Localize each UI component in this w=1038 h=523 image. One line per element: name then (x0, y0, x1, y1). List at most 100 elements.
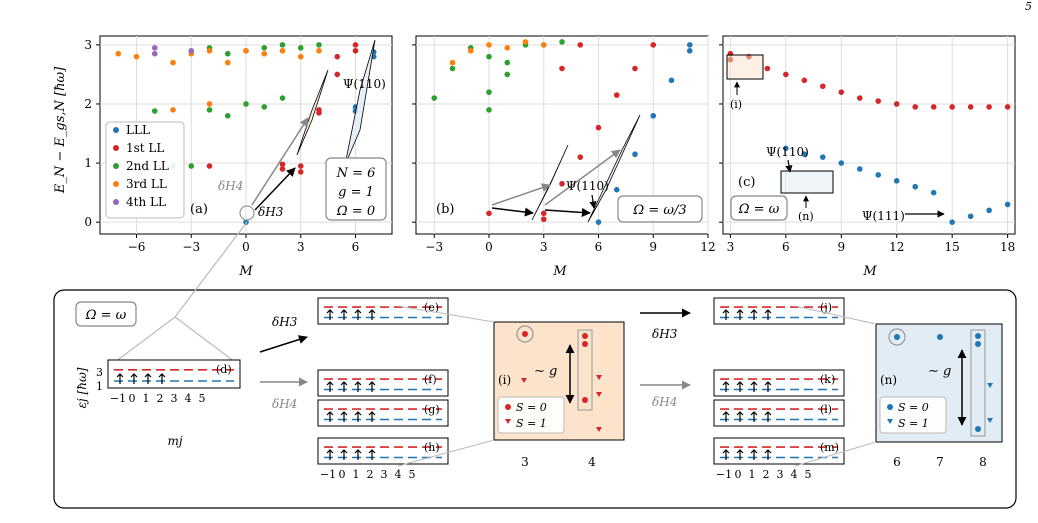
data-point (297, 45, 304, 51)
param-n: N = 6 (336, 166, 376, 181)
inset-i-g: ∼ g (534, 364, 557, 379)
data-point (613, 186, 620, 193)
dH4-label-a: δH4 (218, 179, 243, 193)
data-point (224, 59, 231, 66)
occ-tick: 4 (185, 392, 192, 405)
data-point (151, 45, 158, 51)
data-point (279, 95, 286, 101)
spin-arrow (326, 309, 334, 320)
tick-label-x: 3 (297, 240, 305, 254)
data-point (949, 104, 955, 110)
occ-tag: (k) (820, 373, 835, 386)
occ-tag: (f) (424, 373, 437, 386)
tick-label-x: 9 (649, 240, 657, 254)
inset-i: ∼ g (i) S = 0 S = 1 3 4 (397, 305, 625, 469)
inset-n-tag: (n) (880, 373, 897, 387)
data-point (967, 213, 974, 220)
tick-label-x: 9 (837, 240, 845, 254)
legend-marker (113, 127, 119, 133)
data-point (838, 160, 845, 166)
zoom-line-3 (174, 316, 236, 363)
occ-tick: 3 (381, 468, 388, 481)
occ-frame (713, 437, 845, 465)
data-point (986, 207, 992, 214)
data-point (783, 145, 789, 152)
data-point (206, 47, 213, 54)
inset-i-xtick-3: 3 (521, 455, 529, 469)
occ-tick: −1 (716, 468, 732, 481)
occ-tick: 2 (763, 468, 770, 481)
data-point (431, 95, 438, 101)
occ-tick: 1 (143, 392, 150, 405)
inset-n-g: ∼ g (928, 364, 951, 379)
data-point (801, 77, 808, 84)
data-point (893, 178, 900, 184)
occ-tick: 4 (791, 468, 798, 481)
bottom-ytick-3: 3 (96, 366, 103, 379)
legend-label: 2nd LL (126, 159, 169, 173)
legend-marker (113, 181, 119, 187)
param-omega-b: Ω = ω/3 (632, 203, 686, 218)
data-point (930, 189, 937, 196)
occ-tick: 0 (735, 468, 742, 481)
data-point (297, 163, 304, 169)
data-point (261, 45, 268, 51)
spin-arrow (340, 411, 348, 422)
data-point (151, 50, 158, 57)
spin-arrow (722, 309, 730, 320)
data-point (819, 83, 826, 90)
dH3-label-a: δH3 (258, 205, 284, 219)
panel-a-xlabel: M (238, 264, 253, 279)
data-point (504, 59, 511, 66)
occ-tick: −1 (320, 468, 336, 481)
data-point (261, 50, 268, 57)
tick-label-x: 6 (352, 240, 360, 254)
panel-a-tag: (a) (190, 202, 208, 217)
psi111-label-c: Ψ(111) (862, 209, 905, 223)
data-point (449, 59, 456, 66)
data-point (912, 183, 919, 190)
occ-tick: 5 (199, 392, 206, 405)
spin-arrow (144, 373, 152, 384)
occ-tag: (l) (820, 403, 832, 416)
occ-frame (317, 399, 449, 427)
occ-tick: 2 (367, 468, 374, 481)
occ-tag: (m) (820, 441, 839, 454)
legend-marker (113, 199, 119, 205)
inset-n: ∼ g (n) S = 0 S = 1 6 7 8 (794, 305, 1003, 469)
spin-arrow (736, 411, 744, 422)
data-point (819, 154, 826, 160)
panel-c-xlabel: M (862, 264, 877, 279)
occ-frame (713, 399, 845, 427)
data-point (650, 42, 657, 48)
data-point (334, 53, 341, 60)
inset-n-xtick-8: 8 (979, 455, 987, 469)
data-point (1004, 201, 1011, 208)
data-point (133, 53, 140, 60)
spin-arrow (764, 411, 772, 422)
occ-tick: 0 (339, 468, 346, 481)
dH3-arrow-b2 (544, 207, 591, 217)
data-point (279, 47, 286, 54)
dH3-arrow-bottom-1 (259, 335, 308, 353)
data-point (577, 42, 584, 48)
data-point (297, 53, 304, 60)
spin-arrow (736, 449, 744, 460)
data-point (224, 112, 231, 119)
occ-frame (713, 369, 845, 397)
tick-label-x: 3 (727, 240, 735, 254)
dH3-label-bottom-1: δH3 (272, 315, 298, 329)
param-omega-c: Ω = ω (738, 202, 780, 217)
psi110-arrow-c (785, 159, 793, 173)
data-point (986, 104, 992, 110)
tick-label-x: 3 (540, 240, 548, 254)
data-point (559, 39, 565, 45)
panel-c-frame (722, 35, 1016, 235)
inset-region-red-a (296, 69, 329, 156)
spin-arrow (736, 381, 744, 392)
data-point (486, 53, 492, 60)
